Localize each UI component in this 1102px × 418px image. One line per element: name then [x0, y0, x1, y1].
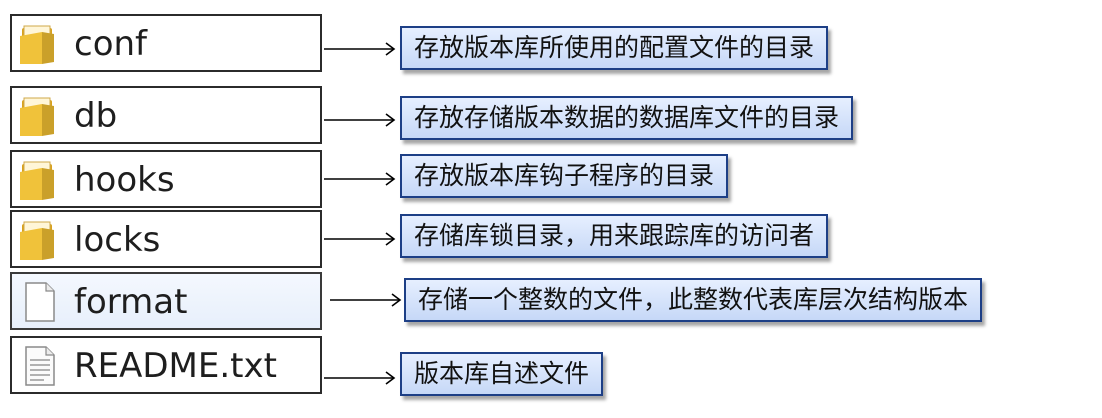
- folder-icon: [18, 158, 60, 202]
- description-label-locks: 存储库锁目录，用来跟踪库的访问者: [400, 214, 829, 258]
- arrow-connector: [324, 113, 396, 127]
- arrow-connector: [324, 42, 396, 56]
- file-name: README.txt: [74, 346, 277, 386]
- description-label-db: 存放存储版本数据的数据库文件的目录: [400, 96, 854, 140]
- folder-name: db: [74, 96, 118, 136]
- folder-name: conf: [74, 24, 148, 64]
- arrow-connector: [324, 172, 396, 186]
- text-file-icon: [18, 344, 60, 388]
- folder-item-conf[interactable]: conf: [10, 14, 322, 72]
- file-name: format: [74, 282, 188, 322]
- description-label-format: 存储一个整数的文件，此整数代表库层次结构版本: [404, 278, 983, 322]
- file-item-readme[interactable]: README.txt: [10, 336, 322, 394]
- folder-icon: [18, 22, 60, 66]
- file-icon: [18, 280, 60, 324]
- folder-item-hooks[interactable]: hooks: [10, 150, 322, 208]
- folder-icon: [18, 94, 60, 138]
- description-label-readme: 版本库自述文件: [400, 352, 604, 396]
- folder-icon: [18, 218, 60, 262]
- arrow-connector: [324, 232, 396, 246]
- description-label-hooks: 存放版本库钩子程序的目录: [400, 154, 729, 198]
- folder-item-locks[interactable]: locks: [10, 210, 322, 268]
- folder-name: hooks: [74, 160, 175, 200]
- folder-item-db[interactable]: db: [10, 86, 322, 144]
- folder-name: locks: [74, 220, 161, 260]
- arrow-connector: [324, 371, 396, 385]
- arrow-connector: [330, 293, 402, 307]
- file-item-format[interactable]: format: [10, 272, 322, 330]
- description-label-conf: 存放版本库所使用的配置文件的目录: [400, 26, 829, 70]
